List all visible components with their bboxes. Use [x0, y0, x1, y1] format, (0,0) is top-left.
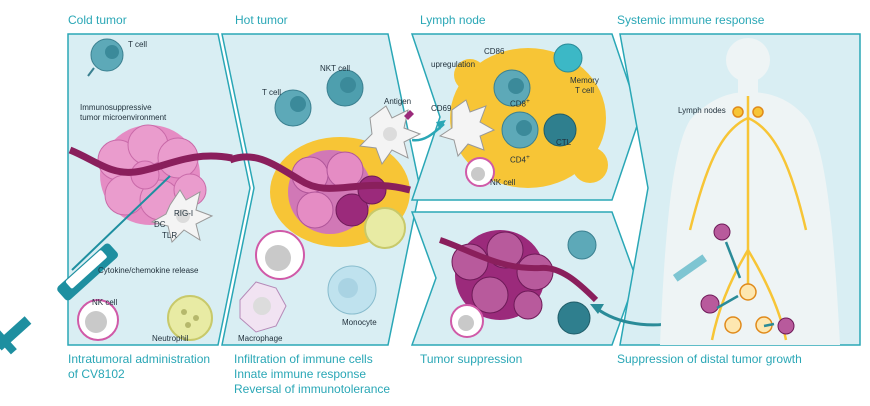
hot-tumor-heading: Hot tumor — [235, 13, 288, 27]
nk-cell-label-cold: NK cell — [92, 298, 118, 307]
hot-caption-line-2: Innate immune response — [234, 367, 367, 381]
cd4-label: CD4+ — [510, 154, 530, 165]
cold-t-cell — [87, 38, 124, 77]
hot-caption-line-1: Infiltration of immune cells — [234, 352, 373, 366]
neutrophil-cell — [167, 295, 213, 341]
suppression-t-cell — [567, 230, 597, 260]
cold-caption-line-2: of CV8102 — [68, 367, 125, 381]
cold-caption-line-1: Intratumoral administration — [68, 352, 211, 366]
systemic-arrows — [716, 241, 775, 328]
tumor-suppression-caption: Tumor suppression — [420, 352, 523, 366]
nkt-cell — [326, 69, 364, 107]
lymph-t-cell-1 — [493, 69, 531, 107]
cd86-label: CD86 — [484, 47, 505, 56]
immunosuppressive-label-2: tumor microenvironment — [80, 113, 167, 122]
memory-label-1: Memory — [570, 76, 599, 85]
cold-nk-cell — [77, 299, 119, 341]
systemic-heading: Systemic immune response — [617, 13, 765, 27]
neutrophil-label: Neutrophil — [152, 334, 189, 343]
lymph-node-heading: Lymph node — [420, 13, 486, 27]
memory-label-2: T cell — [575, 86, 594, 95]
antigen-label: Antigen — [384, 97, 412, 106]
hot-t-cell — [274, 89, 312, 127]
cd8-superscript: + — [526, 98, 530, 105]
monocyte-label: Monocyte — [342, 318, 377, 327]
antigen-particle — [404, 110, 414, 120]
ctl-label: CTL — [556, 138, 572, 147]
hot-nk-cell — [255, 230, 305, 280]
immunosuppressive-label-1: Immunosuppressive — [80, 103, 152, 112]
syringe — [0, 175, 171, 355]
human-silhouette — [660, 38, 840, 345]
suppression-blood-vessel — [439, 237, 599, 303]
hot-caption-line-3: Reversal of immunotolerance — [234, 382, 391, 396]
cold-tumor-heading: Cold tumor — [68, 13, 127, 27]
t-cell-label-hot: T cell — [262, 88, 281, 97]
suppression-nk-cell — [450, 304, 484, 338]
systemic-syringe — [672, 254, 708, 282]
distal-tumors — [700, 223, 795, 335]
cd69-label: CD69 — [431, 104, 452, 113]
rig-i-label: RIG-I — [174, 209, 194, 218]
hot-dendritic-cell — [358, 105, 422, 166]
cytokine-label: Cytokine/chemokine release — [98, 266, 199, 275]
macrophage-cell — [239, 281, 287, 333]
cd8-text: CD8 — [510, 99, 527, 109]
hot-blood-vessel — [228, 153, 411, 194]
cd4-superscript: + — [526, 154, 530, 161]
dendritic-cell-cold — [150, 189, 214, 243]
ctl-cell-shape — [543, 113, 577, 147]
lymph-nk-cell — [465, 157, 495, 187]
upregulation-label: upregulation — [431, 60, 476, 69]
t-cell-label-cold: T cell — [128, 40, 147, 49]
distal-suppression-caption: Suppression of distal tumor growth — [617, 352, 802, 366]
monocyte-cell — [327, 265, 377, 315]
lymph-dendritic-cell — [438, 99, 496, 158]
nkt-cell-label: NKT cell — [320, 64, 351, 73]
memory-t-cell-shape — [553, 43, 583, 73]
suppression-ctl-cell — [557, 301, 591, 335]
lymph-t-cell-2 — [501, 111, 539, 149]
dc-to-lymph-arrowhead — [436, 120, 446, 130]
lymph-nodes-label: Lymph nodes — [678, 106, 726, 115]
cd8-label: CD8+ — [510, 98, 530, 109]
dc-label: DC — [154, 220, 166, 229]
nk-cell-label-lymph: NK cell — [490, 178, 516, 187]
cold-blood-vessel — [68, 146, 233, 176]
macrophage-label: Macrophage — [238, 334, 283, 343]
return-arrowhead — [590, 304, 604, 314]
cd4-text: CD4 — [510, 155, 527, 165]
hot-neutrophil — [364, 207, 406, 249]
tlr-label: TLR — [162, 231, 178, 240]
